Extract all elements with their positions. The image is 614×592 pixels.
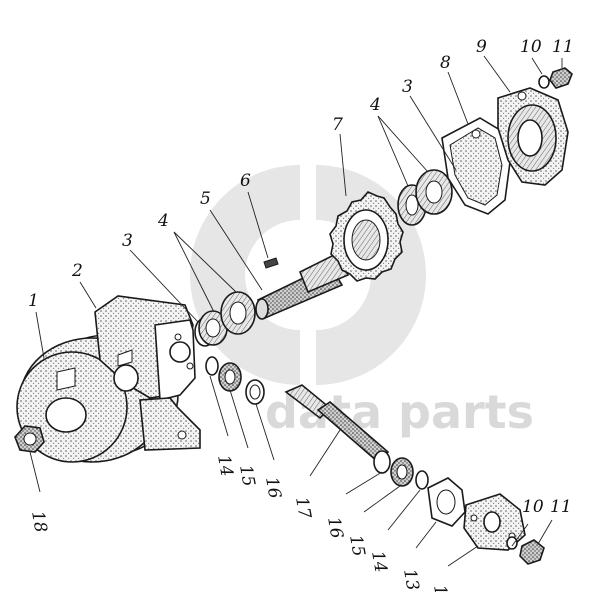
callout-14: 14 bbox=[213, 453, 236, 478]
callout-4b: 4 bbox=[369, 95, 381, 115]
part-4-washers-right bbox=[397, 169, 453, 226]
callout-13: 13 bbox=[399, 567, 422, 592]
callout-9: 9 bbox=[476, 37, 487, 57]
callout-15b: 15 bbox=[345, 533, 368, 558]
callout-15: 15 bbox=[235, 463, 258, 488]
callout-3: 3 bbox=[122, 231, 133, 251]
part-16-ring-right bbox=[373, 450, 391, 474]
part-15-bearing-left bbox=[218, 362, 242, 392]
part-15-bearing-right bbox=[390, 457, 414, 487]
part-16-ring-left bbox=[245, 379, 265, 405]
callout-labels: 1 2 3 4 5 6 7 4 3 8 9 10 11 14 15 16 17 … bbox=[27, 37, 574, 592]
callout-10: 10 bbox=[520, 37, 542, 57]
part-14-ring-left bbox=[205, 356, 219, 376]
part-10-washer-bottom bbox=[506, 536, 518, 550]
part-9-end-cover bbox=[497, 87, 569, 186]
callout-11b: 11 bbox=[550, 497, 572, 517]
callout-6: 6 bbox=[240, 171, 251, 191]
part-11-bolt-bottom bbox=[519, 539, 545, 565]
callout-18: 18 bbox=[27, 509, 50, 534]
callout-7: 7 bbox=[332, 115, 343, 135]
callout-1: 1 bbox=[28, 291, 39, 311]
callout-4: 4 bbox=[157, 211, 169, 231]
leader-lines bbox=[29, 55, 563, 567]
callout-16b: 16 bbox=[323, 515, 346, 540]
part-14-ring-right bbox=[415, 470, 429, 490]
part-18-nut bbox=[14, 425, 45, 453]
callout-11: 11 bbox=[552, 37, 574, 57]
callout-10b: 10 bbox=[522, 497, 544, 517]
callout-16: 16 bbox=[261, 475, 284, 500]
part-5-splined-shaft bbox=[255, 251, 350, 320]
callout-14b: 14 bbox=[367, 549, 390, 574]
part-11-bolt-top bbox=[549, 67, 573, 89]
part-2-housing bbox=[94, 295, 201, 451]
part-13-gasket bbox=[427, 477, 466, 527]
part-6-key bbox=[263, 257, 279, 269]
callout-12: 12 bbox=[429, 583, 452, 592]
callout-5: 5 bbox=[200, 189, 211, 209]
part-17-worm-shaft bbox=[284, 384, 390, 464]
callout-8: 8 bbox=[440, 53, 451, 73]
callout-2: 2 bbox=[71, 261, 83, 281]
part-10-washer-top bbox=[538, 75, 550, 89]
callout-17: 17 bbox=[291, 495, 314, 520]
callout-3b: 3 bbox=[402, 77, 413, 97]
part-8-gasket bbox=[441, 117, 511, 215]
part-7-gear bbox=[329, 191, 404, 282]
part-4-washers-left bbox=[198, 291, 256, 346]
